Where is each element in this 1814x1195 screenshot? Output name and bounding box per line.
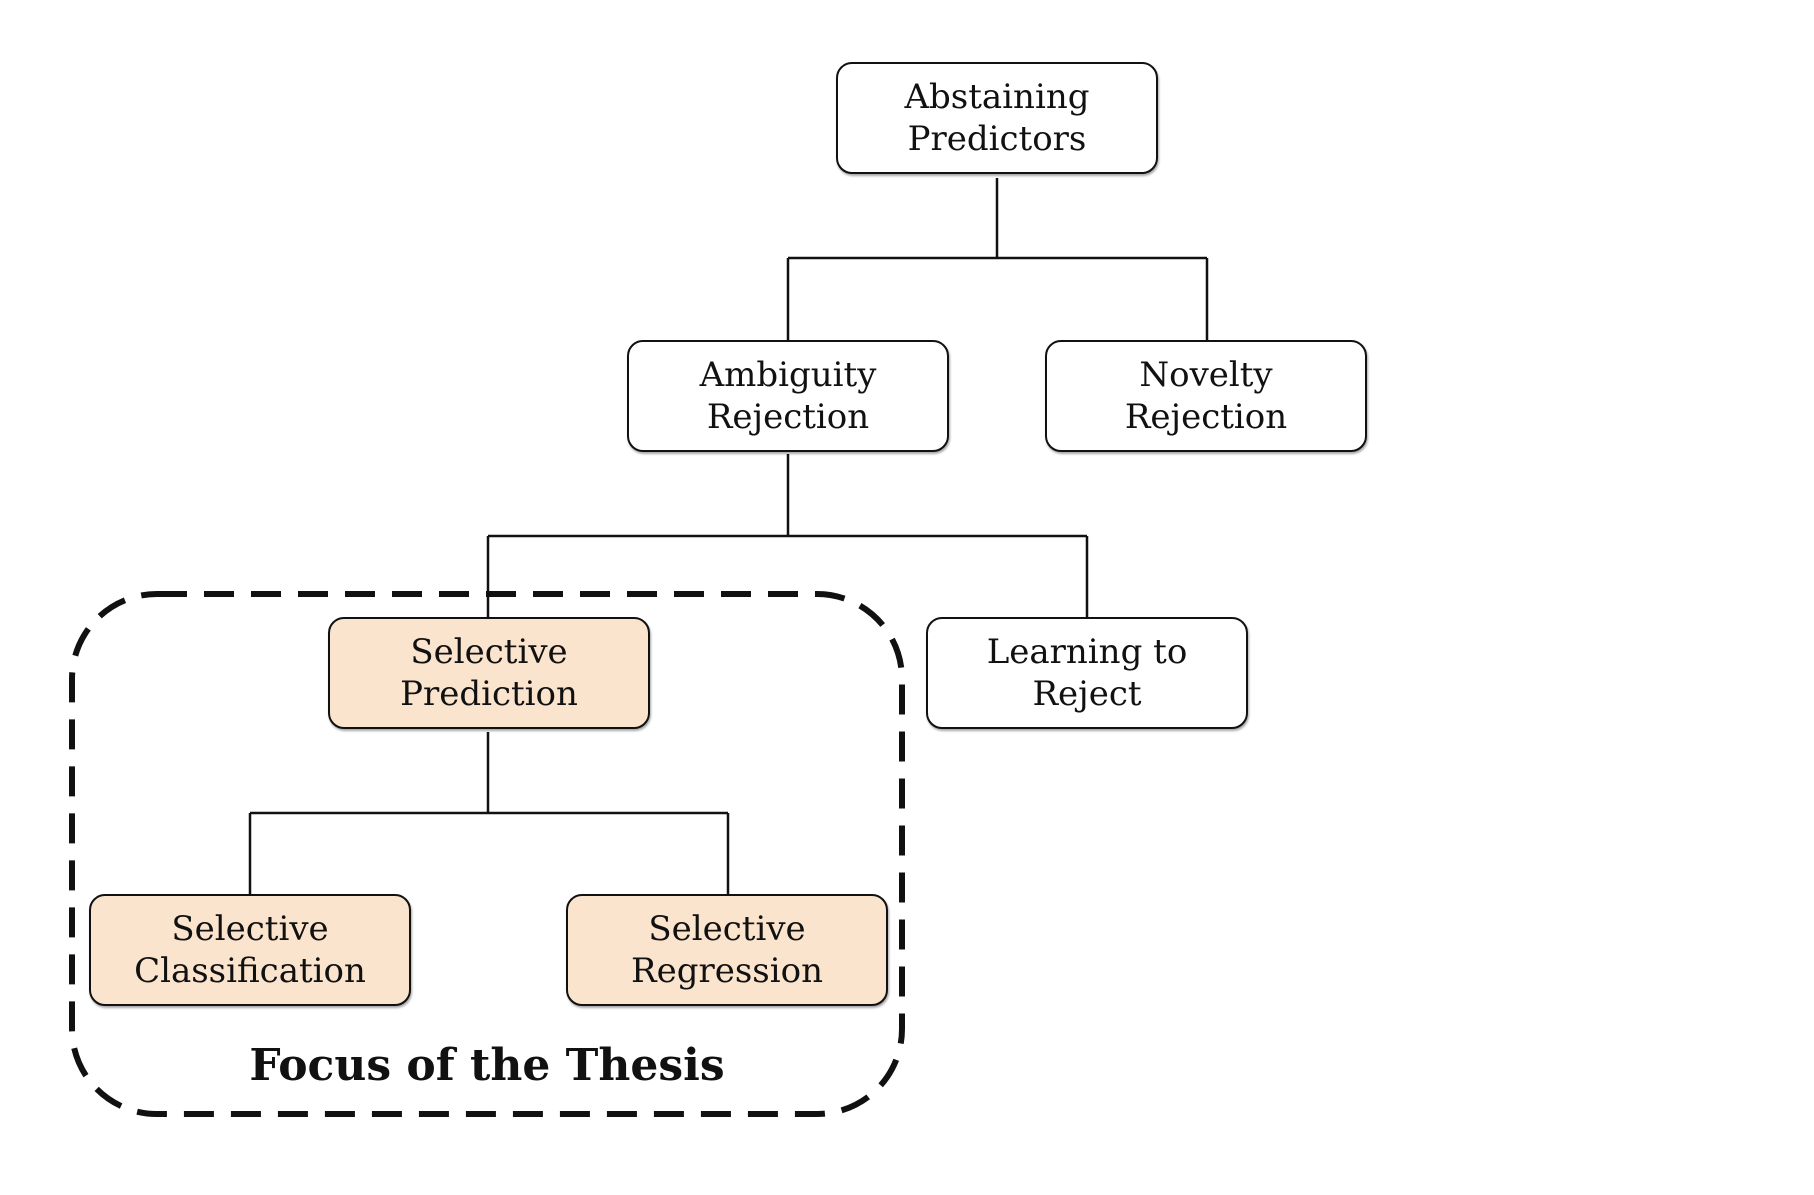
- node-label-line2: Prediction: [400, 674, 578, 714]
- node-label-line2: Reject: [1032, 674, 1142, 714]
- node-novelty-rejection: Novelty Rejection: [1045, 340, 1367, 452]
- node-label-line1: Selective: [410, 632, 568, 672]
- node-label-line1: Ambiguity: [699, 355, 877, 395]
- node-label-line1: Selective: [648, 909, 806, 949]
- connector-abstaining-to-children: [786, 178, 1209, 340]
- node-learning-to-reject: Learning to Reject: [926, 617, 1248, 729]
- node-label-line1: Novelty: [1139, 355, 1273, 395]
- node-selective-regression: Selective Regression: [566, 894, 888, 1006]
- node-abstaining-predictors: Abstaining Predictors: [836, 62, 1158, 174]
- node-ambiguity-rejection: Ambiguity Rejection: [627, 340, 949, 452]
- node-selective-classification: Selective Classification: [89, 894, 411, 1006]
- node-label-line1: Selective: [171, 909, 329, 949]
- node-label-line2: Regression: [631, 951, 823, 991]
- node-selective-prediction: Selective Prediction: [328, 617, 650, 729]
- node-label-line2: Classification: [134, 951, 366, 991]
- focus-region-label: Focus of the Thesis: [249, 1040, 725, 1091]
- connector-ambiguity-to-children: [486, 454, 1089, 617]
- node-label-line2: Rejection: [706, 397, 870, 437]
- node-label-line2: Predictors: [907, 119, 1087, 159]
- node-label-line2: Rejection: [1124, 397, 1288, 437]
- node-label-line1: Learning to: [986, 632, 1188, 672]
- connector-selective-prediction-to-children: [248, 732, 730, 894]
- node-label-line1: Abstaining: [904, 77, 1090, 117]
